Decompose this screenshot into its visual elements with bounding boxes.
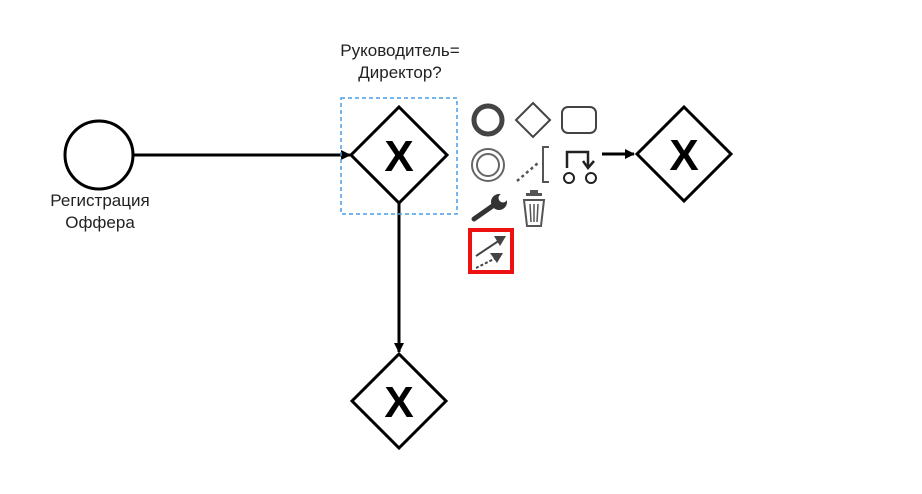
wrench-icon [471, 193, 508, 222]
connect-icon [475, 236, 506, 269]
selection-outline [340, 97, 458, 215]
gateway-label: Руководитель= Директор? [300, 40, 500, 84]
start-event-label: Регистрация Оффера [20, 190, 180, 234]
diamond-icon [514, 101, 552, 139]
change-type-button[interactable] [471, 193, 508, 222]
start-event[interactable] [63, 119, 135, 191]
gateway-x-marker: X [384, 132, 413, 181]
append-end-event-button[interactable] [471, 103, 505, 137]
bold-circle-icon [471, 103, 505, 137]
connect-button[interactable] [468, 228, 514, 274]
trash-icon [522, 190, 546, 227]
append-intermediate-event-button[interactable] [471, 148, 505, 182]
annotation-icon [516, 146, 549, 183]
loop-icon [563, 150, 597, 184]
context-pad [468, 101, 635, 274]
gateway-label-line2: Директор? [358, 63, 442, 82]
exclusive-gateway-selected[interactable]: X [348, 104, 450, 206]
delete-button[interactable] [522, 190, 546, 227]
start-event-label-line2: Оффера [65, 213, 135, 232]
append-task-button[interactable] [561, 106, 597, 134]
append-gateway-button[interactable] [514, 101, 552, 139]
gateway-x-marker: X [669, 131, 698, 180]
rounded-rect-icon [561, 106, 597, 134]
gateway-label-line1: Руководитель= [340, 41, 460, 60]
gateway-x-marker: X [384, 378, 413, 427]
exclusive-gateway-right[interactable]: X [634, 104, 734, 204]
append-subprocess-button[interactable] [563, 150, 597, 184]
double-circle-icon [471, 148, 505, 182]
exclusive-gateway-bottom[interactable]: X [349, 351, 449, 451]
start-event-label-line1: Регистрация [50, 191, 150, 210]
append-text-annotation-button[interactable] [516, 146, 549, 183]
